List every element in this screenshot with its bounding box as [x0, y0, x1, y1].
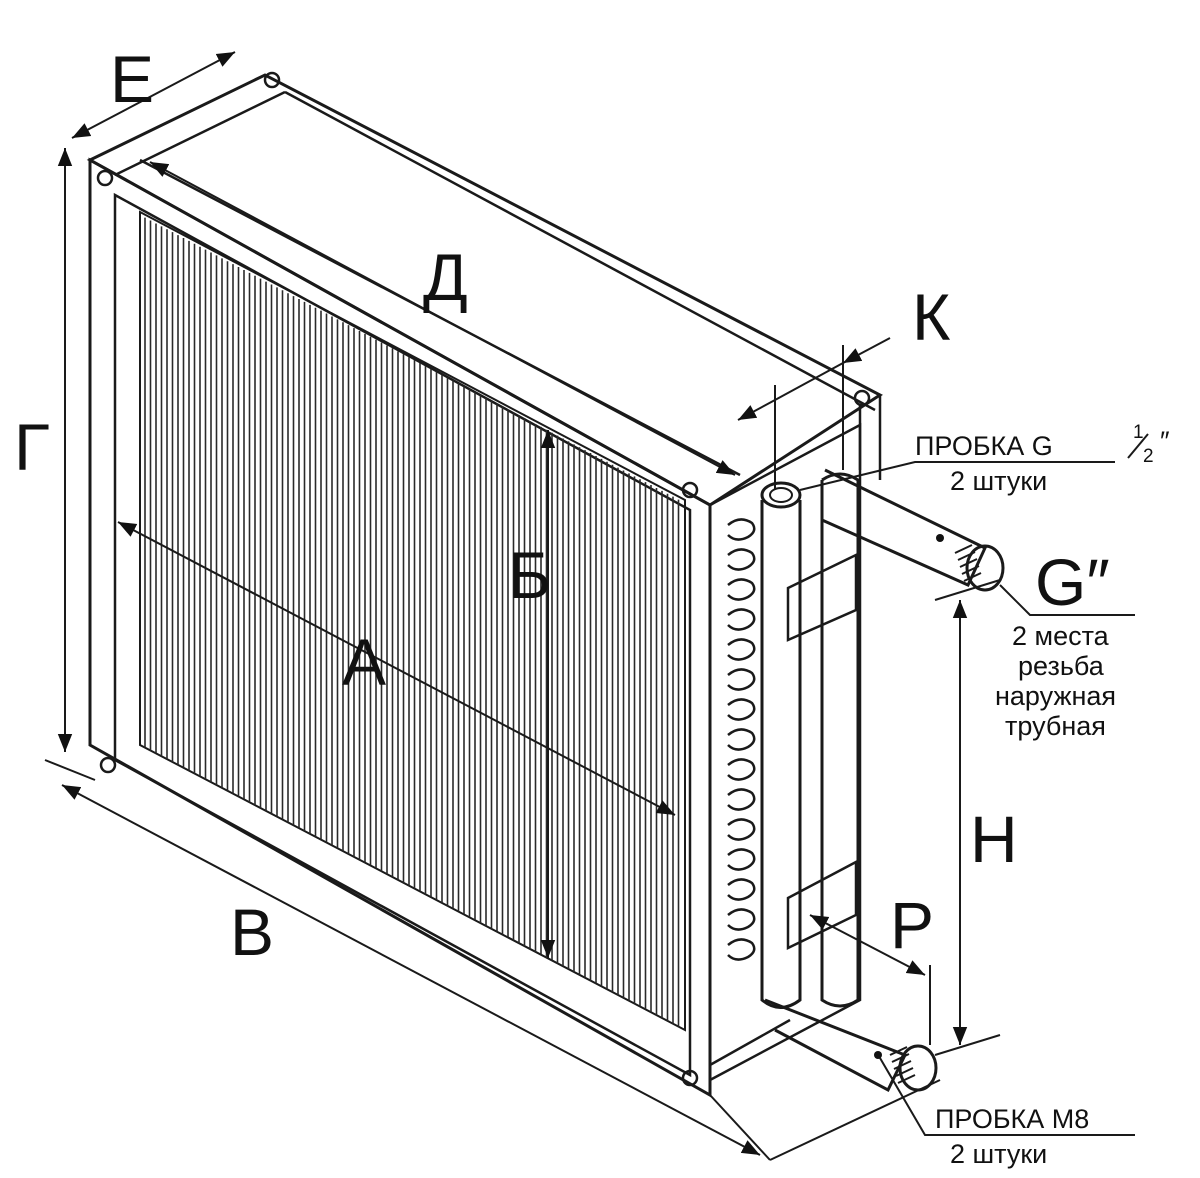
dim-label-A: А: [342, 625, 386, 699]
coil-bend: [727, 818, 756, 841]
mounting-hole: [99, 756, 117, 774]
dim-ext-V: [769, 1079, 941, 1161]
pipe-bracket-top: [786, 553, 858, 642]
dim-label-D: Д: [423, 240, 468, 314]
dim-line-K: [737, 399, 776, 421]
dim-label-K: К: [912, 280, 951, 354]
thread-top: [965, 544, 1005, 592]
callout-thread-line3: наружная: [995, 681, 1116, 711]
callout-plug-g-half-num: 1: [1133, 422, 1144, 443]
dim-label-P: Р: [890, 888, 934, 962]
coil-bend: [727, 698, 756, 721]
callout-thread-line1: 2 места: [1012, 621, 1110, 651]
mounting-hole: [853, 389, 871, 407]
fraction-bar: [1127, 433, 1149, 459]
leader-plug-m8: [879, 1057, 1135, 1136]
coil-bend: [727, 638, 756, 661]
dim-ext-V: [709, 1094, 771, 1161]
mounting-hole: [681, 481, 699, 499]
dim-label-V: В: [230, 895, 274, 969]
dim-line-V: [61, 784, 761, 1156]
plug-g-half-cap-inner: [769, 487, 793, 503]
front-flange-inner: [113, 192, 692, 1078]
thread-top-rings: [954, 544, 982, 582]
coil-bend: [727, 548, 756, 571]
callout-thread-label: G″: [1035, 545, 1110, 619]
callout-thread-line2: резьба: [1018, 651, 1105, 681]
dim-line-A: [117, 521, 676, 816]
coil-bends: [727, 518, 756, 961]
plug-m8-bottom: [874, 1051, 882, 1059]
dim-ext-N: [934, 1034, 1001, 1056]
coil-bend: [727, 878, 756, 901]
dim-line-D: [149, 161, 736, 476]
coil-bend: [727, 848, 756, 871]
dim-line-E: [71, 51, 236, 139]
coil-bend: [727, 608, 756, 631]
mounting-hole: [96, 169, 114, 187]
coil-bend: [727, 938, 756, 961]
coil-bend: [727, 788, 756, 811]
callout-plug-m8-line1: ПРОБКА М8: [935, 1104, 1089, 1134]
plug-g-half-cap: [760, 481, 802, 509]
dim-label-E: Е: [110, 42, 154, 116]
callout-thread-line4: трубная: [1005, 711, 1106, 741]
coil-bend: [727, 518, 756, 541]
coil-bend: [727, 668, 756, 691]
dim-line-K: [774, 362, 844, 401]
dim-label-N: Н: [970, 802, 1018, 876]
coil-bend: [727, 908, 756, 931]
leader-thread: [999, 584, 1135, 616]
dim-ext-N: [934, 579, 1001, 601]
leader-plug-g-half: [799, 461, 1115, 491]
housing-top-edge: [284, 90, 876, 412]
callout-plug-m8-line2: 2 штуки: [950, 1139, 1047, 1169]
coil-bend: [727, 758, 756, 781]
thread-bottom-rings: [889, 1046, 916, 1084]
callout-plug-g-half-line1: ПРОБКА G: [915, 431, 1053, 461]
outlet-pipe-bottom: [764, 998, 908, 1093]
dim-line-K: [842, 337, 891, 364]
coil-bend: [727, 728, 756, 751]
dim-line-P: [809, 914, 926, 976]
callout-plug-g-half-line2: 2 штуки: [950, 466, 1047, 496]
collector-pipe-right: [820, 472, 860, 1008]
mounting-hole: [263, 71, 281, 89]
dim-ext-V: [44, 759, 96, 781]
collector-pipe-left: [760, 500, 802, 1009]
plug-m8-top: [936, 534, 944, 542]
dim-label-B: Б: [508, 538, 551, 612]
coil-bend: [727, 578, 756, 601]
housing-top: [86, 73, 883, 507]
callout-plug-g-half-den: 2: [1143, 446, 1154, 467]
dim-label-G: Г: [14, 410, 50, 484]
callout-plug-g-half-quote: ″: [1160, 426, 1170, 456]
